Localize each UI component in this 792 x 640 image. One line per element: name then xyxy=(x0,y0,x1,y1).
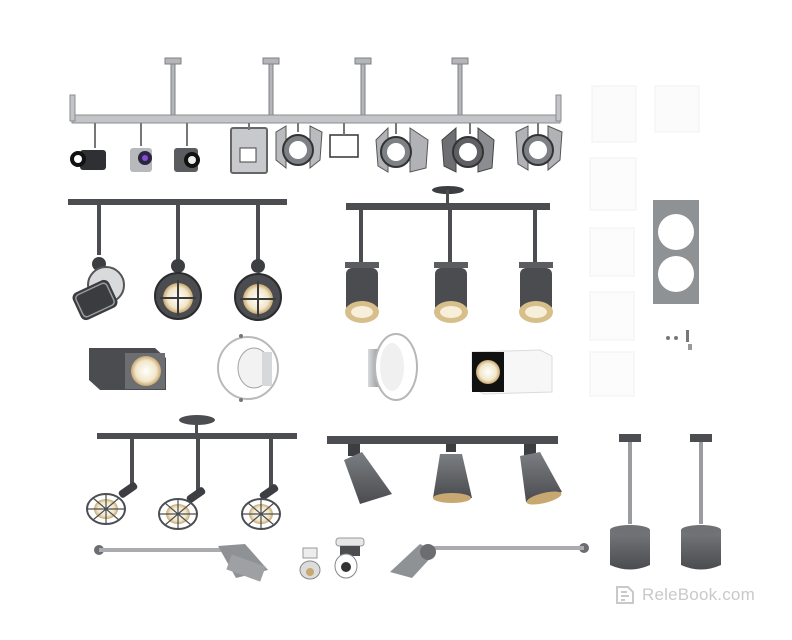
stage-barndoor-light xyxy=(375,123,429,173)
round-downlight-side xyxy=(368,333,418,401)
cage-spotlight xyxy=(234,205,282,321)
ceiling-boxes-and-downlights xyxy=(89,333,553,402)
truss-bar xyxy=(69,94,562,124)
double-socket-panel xyxy=(653,200,699,304)
mini-spot xyxy=(299,547,321,580)
stage-barndoor-light xyxy=(441,123,495,173)
wire-cage-spot-bar xyxy=(86,415,297,530)
wire-cage-spotlight xyxy=(158,439,206,530)
wire-cage-spotlight xyxy=(241,439,281,530)
cylinder-track-lights xyxy=(345,186,553,323)
cone-spotlight xyxy=(520,444,562,505)
switch-plate-faint xyxy=(589,291,635,341)
switch-plate-faint xyxy=(591,85,637,143)
ceiling-mount-rods xyxy=(164,57,469,121)
wall-arm-floodlight-right xyxy=(390,543,589,578)
track-bar xyxy=(327,436,558,444)
stage-barndoor-light xyxy=(275,123,323,170)
stage-barndoor-light xyxy=(515,123,563,172)
switch-plate-faint xyxy=(589,157,637,211)
track-bar xyxy=(97,433,297,439)
watermark: ReleBook.com xyxy=(614,584,755,606)
stage-spot-small xyxy=(70,123,106,170)
square-ceiling-box-white xyxy=(471,349,553,395)
cylinder-spotlight xyxy=(434,210,468,323)
pendant-cylinders xyxy=(610,434,721,570)
pendant-cylinder-light xyxy=(610,434,650,570)
stage-spot-small xyxy=(130,123,152,172)
track-bar xyxy=(346,203,550,210)
cylinder-spotlight xyxy=(519,210,553,323)
cone-spot-bar xyxy=(327,436,562,505)
cage-spotlight xyxy=(154,205,202,320)
watermark-text: ReleBook.com xyxy=(642,585,755,604)
socket-outlet-small xyxy=(666,330,692,350)
cone-spotlight xyxy=(433,444,472,503)
switch-plate-faint xyxy=(654,85,700,133)
pendant-cylinder-light xyxy=(681,434,721,570)
ceiling-canopy xyxy=(179,415,215,425)
stage-lights-rail xyxy=(69,57,563,174)
cage-track-lights xyxy=(68,199,287,321)
releboook-logo-icon xyxy=(616,586,634,604)
wall-arm-floodlights xyxy=(94,537,589,582)
switch-plate-faint xyxy=(589,351,635,397)
wall-switch-panels xyxy=(589,85,700,397)
square-ceiling-box-dark xyxy=(89,348,166,390)
wire-cage-spotlight xyxy=(86,439,138,525)
mini-spot xyxy=(334,537,365,579)
stage-spot-small xyxy=(174,123,200,172)
stage-fresnel xyxy=(230,123,268,174)
track-bar xyxy=(68,199,287,205)
cage-spotlight xyxy=(72,205,125,321)
cone-spotlight xyxy=(344,444,392,504)
round-downlight xyxy=(217,334,279,402)
wall-arm-floodlight-left xyxy=(94,544,268,582)
switch-plate-faint xyxy=(589,227,635,277)
cylinder-spotlight xyxy=(345,210,379,323)
stage-panel-light xyxy=(329,123,359,158)
